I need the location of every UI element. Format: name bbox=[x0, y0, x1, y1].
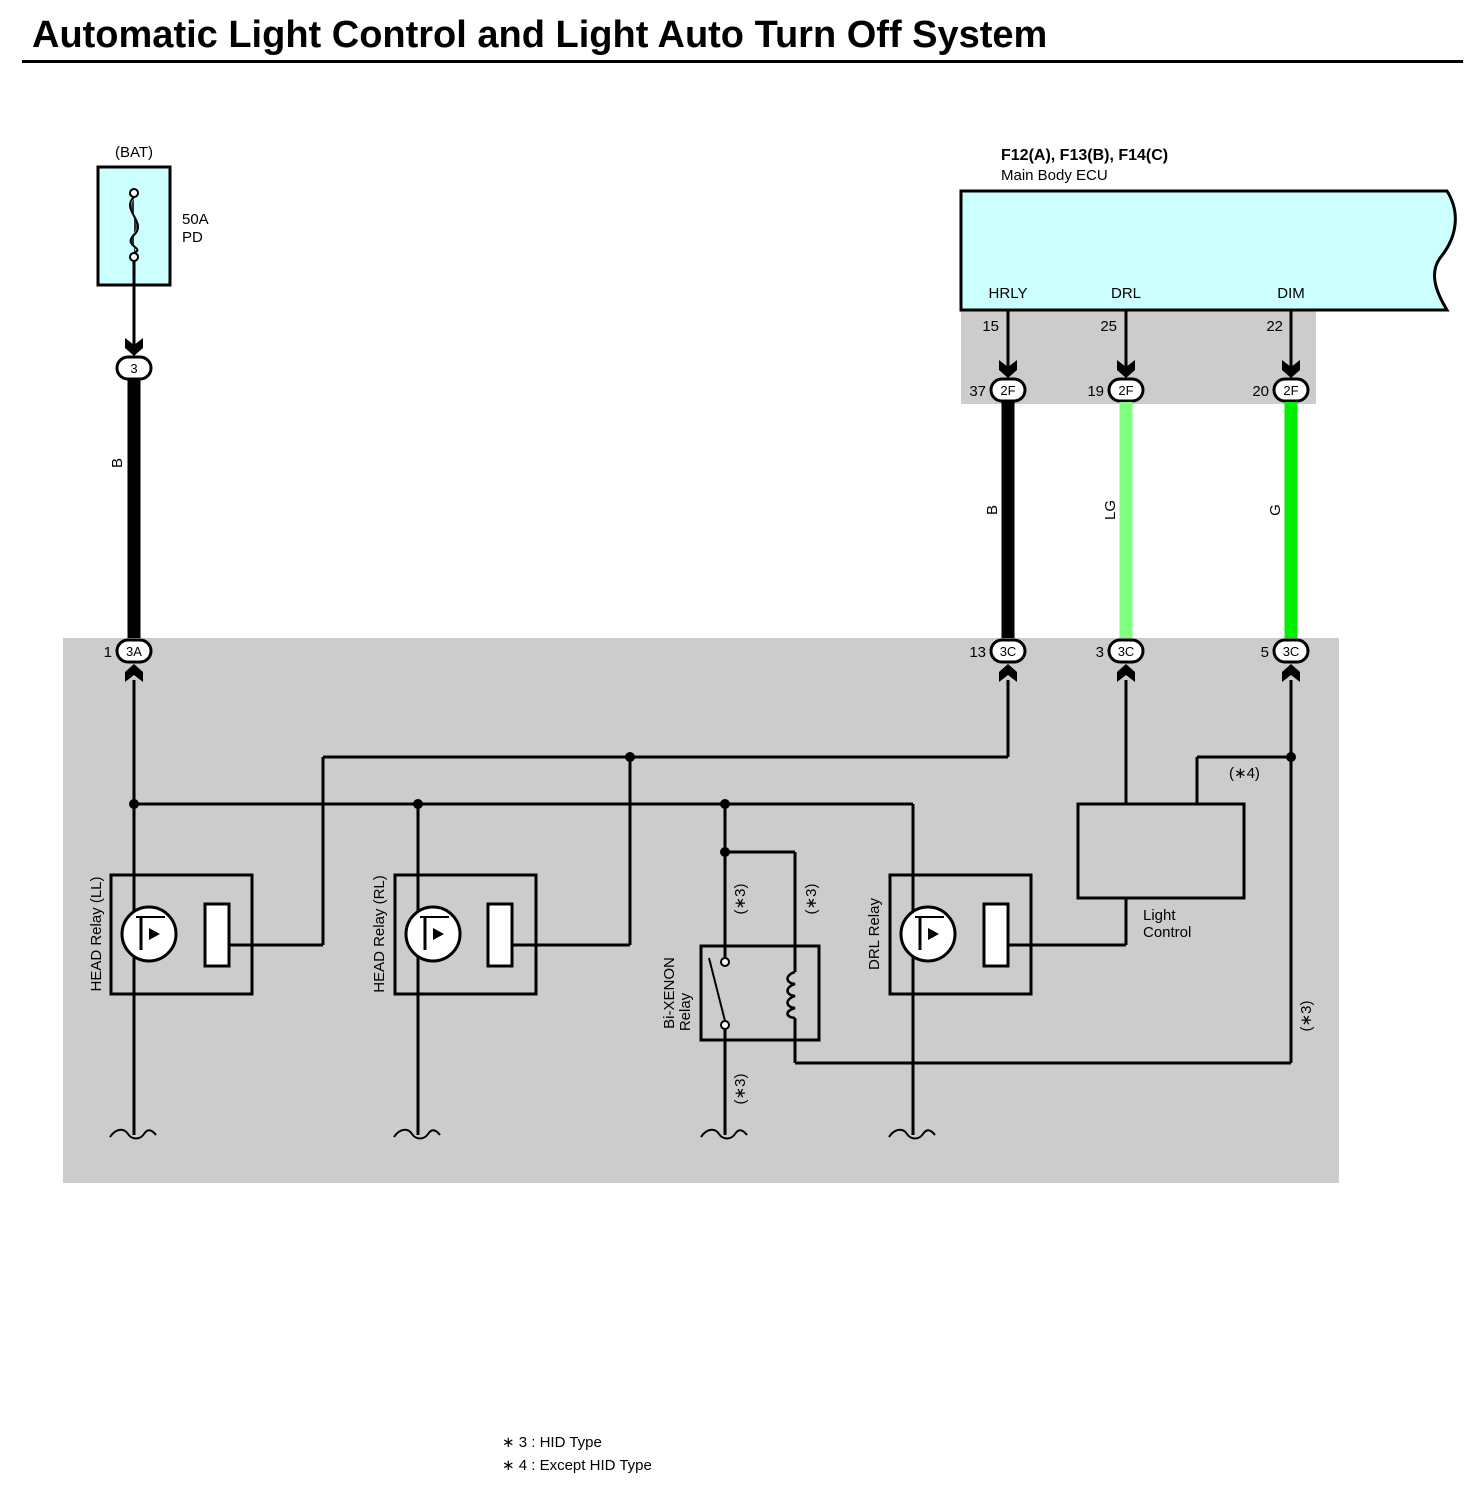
bi-xenon-relay-label-2: Relay bbox=[677, 992, 694, 1031]
legend-mark: ∗ 4 bbox=[502, 1457, 528, 1474]
ecu-name: Main Body ECU bbox=[1001, 167, 1108, 184]
legend-text: : HID Type bbox=[531, 1434, 602, 1451]
junction-connector-hrly-label: 2F bbox=[1000, 383, 1015, 398]
title-rule bbox=[22, 60, 1463, 63]
block-connector-13-label: 3C bbox=[1000, 644, 1017, 659]
drl-relay bbox=[888, 873, 1033, 996]
junction-connector-dim-label: 2F bbox=[1283, 383, 1298, 398]
head-relay-rl bbox=[393, 873, 538, 996]
junction-pin-hrly: 37 bbox=[969, 383, 986, 400]
head-relay-rl-label: HEAD Relay (RL) bbox=[371, 875, 388, 993]
head-relay-ll bbox=[109, 873, 254, 996]
block-pin-3: 3 bbox=[1096, 644, 1104, 661]
internal-wiring bbox=[132, 680, 1293, 1135]
junction-pin-drl: 19 bbox=[1087, 383, 1104, 400]
junction-connector-drl-label: 2F bbox=[1118, 383, 1133, 398]
wire-hrly-color: B bbox=[984, 505, 1001, 515]
fuse-rating: 50A bbox=[182, 211, 209, 228]
ecu-terminal-drl: DRL bbox=[1111, 285, 1141, 302]
ecu-box bbox=[959, 189, 1457, 312]
fuse-icon bbox=[128, 188, 140, 262]
block-pin-5: 5 bbox=[1261, 644, 1269, 661]
diagram-title: Automatic Light Control and Light Auto T… bbox=[32, 14, 1048, 56]
block-connector-5-label: 3C bbox=[1283, 644, 1300, 659]
light-control-label-1: Light bbox=[1143, 907, 1176, 924]
ecu-connectors-label: F12(A), F13(B), F14(C) bbox=[1001, 147, 1168, 164]
light-control-box bbox=[1076, 802, 1246, 900]
ecu-pin-hrly: 15 bbox=[982, 318, 999, 335]
battery-connector-label: 3 bbox=[130, 361, 137, 376]
ecu-pin-dim: 22 bbox=[1266, 318, 1283, 335]
note-hid-bi-xenon-left: (∗3) bbox=[732, 884, 749, 915]
bi-xenon-relay bbox=[699, 944, 821, 1042]
ground-terminals bbox=[109, 1128, 936, 1140]
block-pin-1: 1 bbox=[104, 644, 112, 661]
head-relay-ll-label: HEAD Relay (LL) bbox=[88, 876, 105, 991]
legend-text: : Except HID Type bbox=[531, 1457, 652, 1474]
drl-relay-label: DRL Relay bbox=[866, 898, 883, 970]
wire-drl-color: LG bbox=[1102, 500, 1119, 520]
light-control-label-2: Control bbox=[1143, 924, 1191, 941]
ecu-terminal-hrly: HRLY bbox=[989, 285, 1028, 302]
wire-battery-color: B bbox=[109, 458, 126, 468]
fuse-name: PD bbox=[182, 229, 203, 246]
block-connector-1-label: 3A bbox=[126, 644, 142, 659]
block-pin-13: 13 bbox=[969, 644, 986, 661]
legend-mark: ∗ 3 bbox=[502, 1434, 528, 1451]
block-connector-3-label: 3C bbox=[1118, 644, 1135, 659]
ecu-pin-drl: 25 bbox=[1100, 318, 1117, 335]
wire-dim-color: G bbox=[1267, 504, 1284, 516]
junction-pin-dim: 20 bbox=[1252, 383, 1269, 400]
note-hid-dim: (∗3) bbox=[1298, 1001, 1315, 1032]
bi-xenon-relay-label-1: Bi-XENON bbox=[661, 957, 678, 1029]
note-hid-bi-xenon-ground: (∗3) bbox=[732, 1074, 749, 1105]
legend-item-except-hid: ∗ 4 : Except HID Type bbox=[502, 1456, 652, 1474]
ecu-terminal-dim: DIM bbox=[1277, 285, 1305, 302]
legend-item-hid: ∗ 3 : HID Type bbox=[502, 1433, 602, 1451]
battery-label: (BAT) bbox=[115, 144, 153, 161]
note-except-hid: (∗4) bbox=[1229, 765, 1260, 782]
note-hid-bi-xenon-right: (∗3) bbox=[803, 884, 820, 915]
